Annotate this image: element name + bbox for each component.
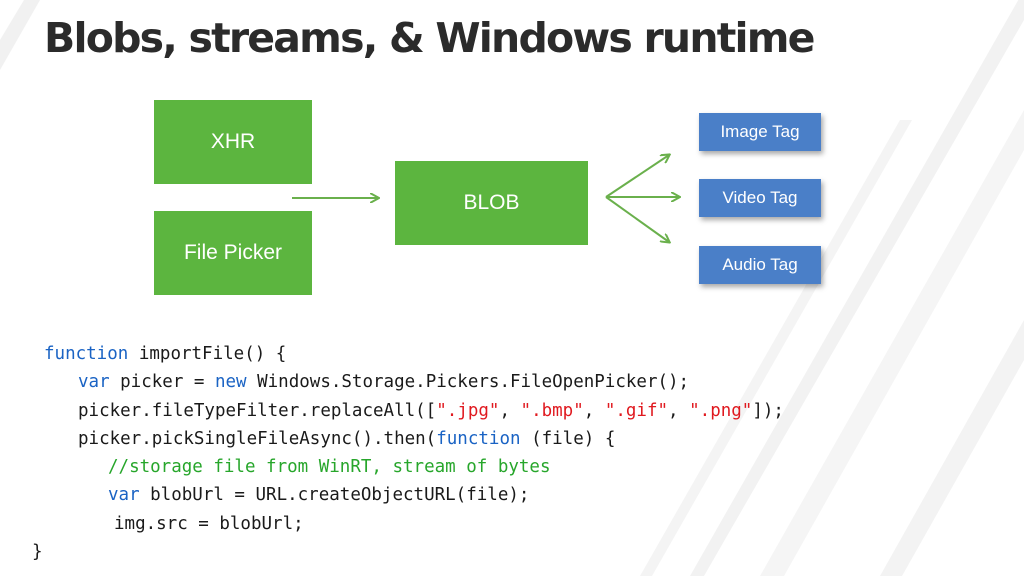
- code-keyword: var: [108, 485, 140, 505]
- code-text: ,: [583, 401, 605, 421]
- code-string: ".jpg": [436, 401, 500, 421]
- code-text: picker.fileTypeFilter.replaceAll([: [78, 401, 437, 421]
- code-text: blobUrl = URL.createObjectURL(file);: [139, 485, 530, 505]
- code-text: ]);: [752, 401, 784, 421]
- code-text: ,: [499, 401, 521, 421]
- code-keyword: var: [78, 372, 110, 392]
- audio-tag-box: Audio Tag: [699, 246, 821, 284]
- code-text: img.src = blobUrl;: [114, 514, 304, 534]
- blob-box: BLOB: [395, 161, 588, 245]
- file-picker-box: File Picker: [154, 211, 312, 295]
- code-comment: //storage file from WinRT, stream of byt…: [108, 457, 551, 477]
- code-text: picker =: [109, 372, 215, 392]
- code-keyword: function: [436, 429, 521, 449]
- code-text: Windows.Storage.Pickers.FileOpenPicker()…: [246, 372, 690, 392]
- code-line: function importFile() {: [44, 343, 286, 365]
- slide-title: Blobs, streams, & Windows runtime: [44, 14, 816, 62]
- code-line: img.src = blobUrl;: [114, 513, 304, 535]
- code-text: }: [32, 542, 43, 562]
- video-tag-box: Video Tag: [699, 179, 821, 217]
- code-string: ".png": [689, 401, 753, 421]
- code-text: (file) {: [520, 429, 616, 449]
- code-text: ,: [668, 401, 690, 421]
- image-tag-box: Image Tag: [699, 113, 821, 151]
- code-line: var blobUrl = URL.createObjectURL(file);: [108, 484, 529, 506]
- code-string: ".gif": [604, 401, 669, 421]
- code-line: var picker = new Windows.Storage.Pickers…: [78, 371, 689, 393]
- code-keyword: new: [214, 372, 247, 392]
- code-line: picker.fileTypeFilter.replaceAll([".jpg"…: [78, 400, 784, 422]
- code-line: picker.pickSingleFileAsync().then(functi…: [78, 428, 615, 450]
- code-string: ".bmp": [520, 401, 584, 421]
- arrow-to-audio-tag: [605, 196, 669, 242]
- code-text: importFile() {: [128, 344, 287, 364]
- code-text: picker.pickSingleFileAsync().then(: [78, 429, 437, 449]
- code-keyword: function: [44, 344, 129, 364]
- xhr-box: XHR: [154, 100, 312, 184]
- code-line: }: [32, 541, 43, 563]
- arrow-to-image-tag: [605, 155, 669, 198]
- code-line: //storage file from WinRT, stream of byt…: [108, 456, 551, 478]
